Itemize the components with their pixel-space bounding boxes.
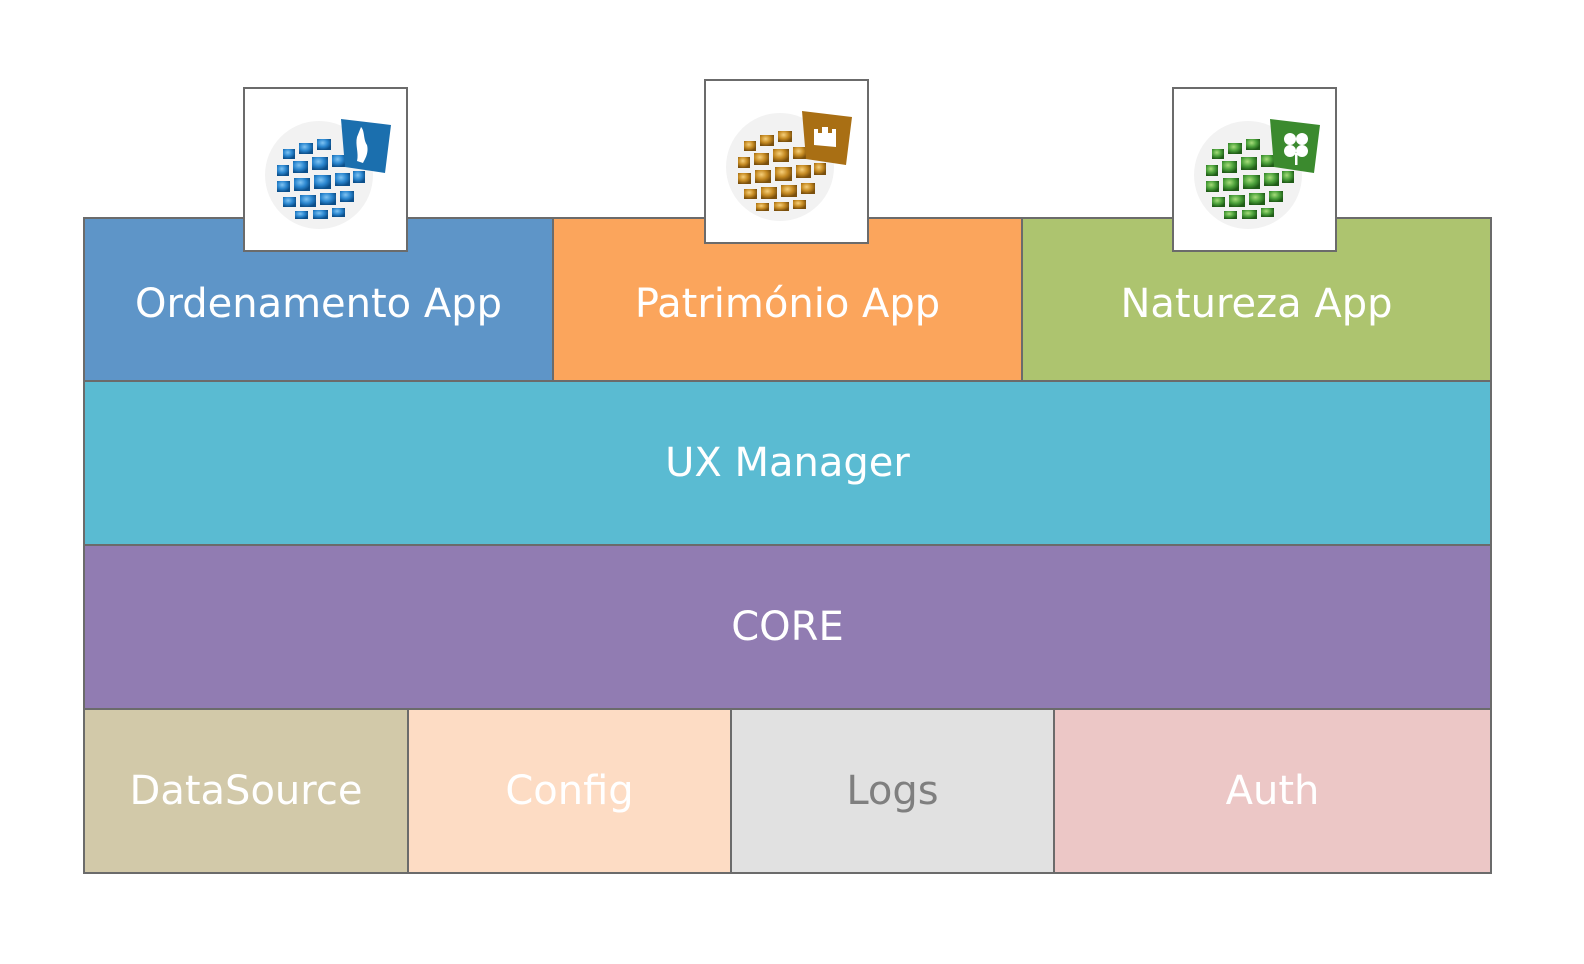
- core-label: CORE: [731, 604, 844, 650]
- logs-label: Logs: [846, 768, 939, 814]
- datasource-block: DataSource: [83, 708, 409, 874]
- ordenamento-app-label: Ordenamento App: [134, 280, 503, 327]
- auth-block: Auth: [1053, 708, 1492, 874]
- globe-castle-icon: [726, 111, 852, 221]
- ordenamento-logo: [243, 87, 408, 252]
- natureza-logo: [1172, 87, 1337, 252]
- patrimonio-app-label: Património App: [634, 280, 941, 327]
- core-block: CORE: [83, 544, 1492, 710]
- logs-block: Logs: [730, 708, 1055, 874]
- auth-label: Auth: [1225, 768, 1320, 814]
- config-block: Config: [407, 708, 732, 874]
- datasource-label: DataSource: [129, 768, 363, 814]
- ux-manager-label: UX Manager: [665, 440, 910, 486]
- globe-clover-icon: [1194, 119, 1320, 229]
- natureza-app-block: Natureza App: [1021, 217, 1492, 382]
- config-label: Config: [505, 768, 634, 814]
- ux-manager-block: UX Manager: [83, 380, 1492, 546]
- natureza-app-label: Natureza App: [1120, 280, 1393, 327]
- patrimonio-logo: [704, 79, 869, 244]
- globe-map-icon: [265, 119, 391, 229]
